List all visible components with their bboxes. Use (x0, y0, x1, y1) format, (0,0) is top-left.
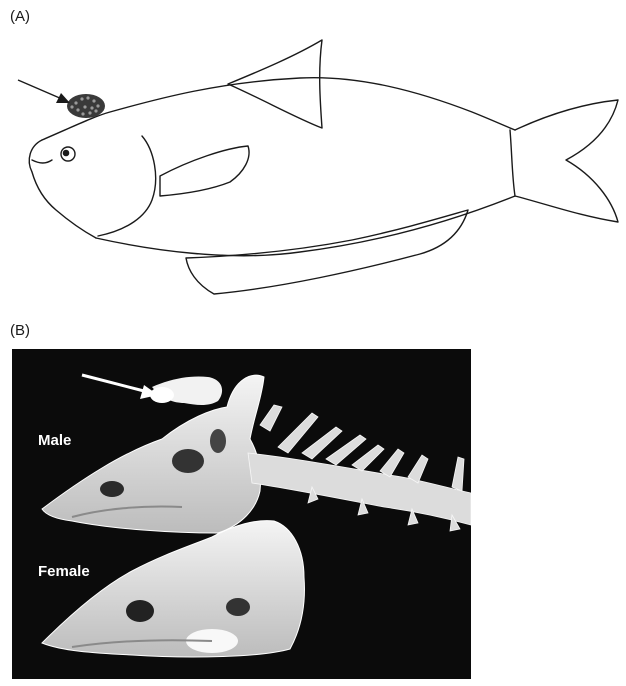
arrow-a-icon (18, 80, 70, 103)
male-label: Male (38, 432, 71, 449)
gill-cover (98, 136, 156, 236)
fish-head-outline (29, 140, 96, 238)
anal-fin (186, 210, 468, 294)
female-skull (42, 521, 304, 657)
skull-photograph: Male Female (12, 349, 471, 679)
pectoral-fin (160, 146, 249, 196)
panel-b-label: (B) (10, 322, 30, 339)
cephalic-hump (67, 94, 105, 118)
caudal-fin (515, 100, 618, 222)
caudal-peduncle (510, 130, 515, 196)
female-label: Female (38, 563, 90, 580)
arrow-b-icon (82, 375, 158, 399)
fish-line-drawing (0, 0, 626, 310)
mouth-line (32, 160, 52, 163)
fish-belly-outline (96, 196, 515, 256)
skull-photo-art (12, 349, 471, 679)
male-skull (42, 375, 264, 533)
vertebral-column (248, 405, 471, 531)
pupil (63, 150, 68, 155)
dorsal-fin (228, 40, 322, 128)
